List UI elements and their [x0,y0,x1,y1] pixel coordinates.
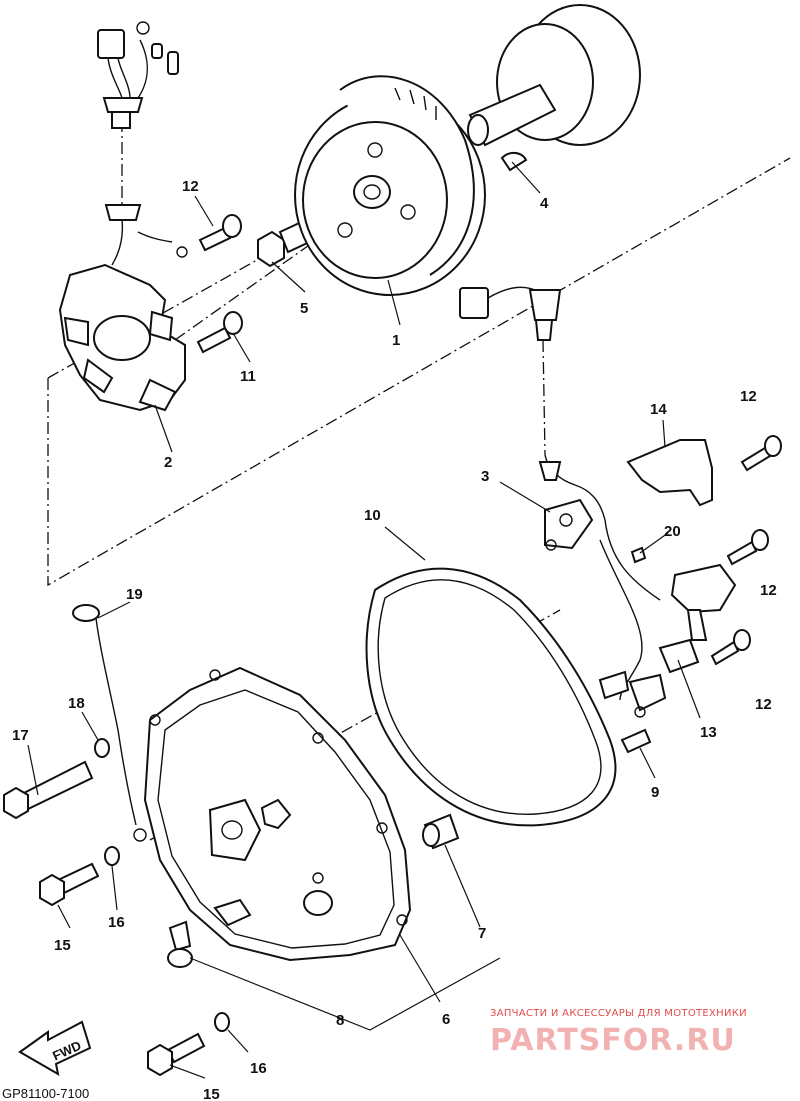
callout-12-bracket: 12 [740,388,757,405]
callout-18: 18 [68,695,85,712]
callout-7: 7 [478,925,486,942]
watermark-tagline: ЗАПЧАСТИ И АКСЕССУАРЫ ДЛЯ МОТОТЕХНИКИ [490,1008,747,1019]
fitting-part-8 [167,920,193,968]
callout-9: 9 [651,784,659,801]
bolt-part-17 [3,760,94,820]
screw-12-sensor [726,529,769,566]
callout-4: 4 [540,195,549,212]
screw-12-stator [198,214,242,252]
callout-15-upper: 15 [54,937,71,954]
callout-10: 10 [364,507,381,524]
callout-3: 3 [481,468,489,485]
forward-direction-arrow: FWD [18,1020,92,1076]
washer-part-18 [94,738,110,758]
callout-12-sensor: 12 [760,582,777,599]
callout-8: 8 [336,1012,344,1029]
callout-20: 20 [664,523,681,540]
callout-12-stator: 12 [182,178,199,195]
gasket-part-10 [365,567,617,827]
callout-19: 19 [126,586,143,603]
neutral-switch [670,563,737,641]
diagram-code: GP81100-7100 [2,1086,89,1101]
callout-16-upper: 16 [108,914,125,931]
pickup-coil-part-3 [544,498,594,551]
sensor-block [598,670,667,718]
pickup-harness [459,286,661,701]
gasket-inner-edge [377,579,602,815]
collar-part-7 [422,813,460,850]
washer-part-16-upper [104,846,120,866]
washer-part-16-lower [214,1012,230,1032]
bracket-part-14 [626,439,713,507]
callout-14: 14 [650,401,667,418]
callout-1: 1 [392,332,400,349]
wire-dash-2 [542,339,546,456]
clamp-part-13 [658,638,700,674]
callout-6: 6 [442,1011,450,1028]
crankshaft [467,4,641,147]
callout-16-lower: 16 [250,1060,267,1077]
callout-11: 11 [240,368,256,385]
hose-part-19 [72,604,147,842]
callout-17: 17 [12,727,29,744]
callout-13: 13 [700,724,717,741]
leader-lines [27,161,701,1079]
crankcase-cover-part-6 [143,666,412,962]
callout-12-clamp: 12 [755,696,772,713]
watermark-brand: PARTSFOR.RU [490,1023,736,1058]
callout-5: 5 [300,300,308,317]
callout-2: 2 [164,454,172,471]
bolt-part-15-lower [147,1032,206,1077]
flywheel-rotor-part-1 [294,75,486,296]
screw-12-clamp [710,629,751,666]
woodruff-key-part-4 [500,152,528,172]
dowel-pin-part-9 [620,728,652,754]
stator-part-2 [58,263,186,412]
callout-15-lower: 15 [203,1086,220,1101]
bolt-part-15-upper [39,862,100,907]
screw-11 [196,311,243,354]
stator-wire-harness [97,21,188,266]
screw-12-bracket [740,435,782,472]
